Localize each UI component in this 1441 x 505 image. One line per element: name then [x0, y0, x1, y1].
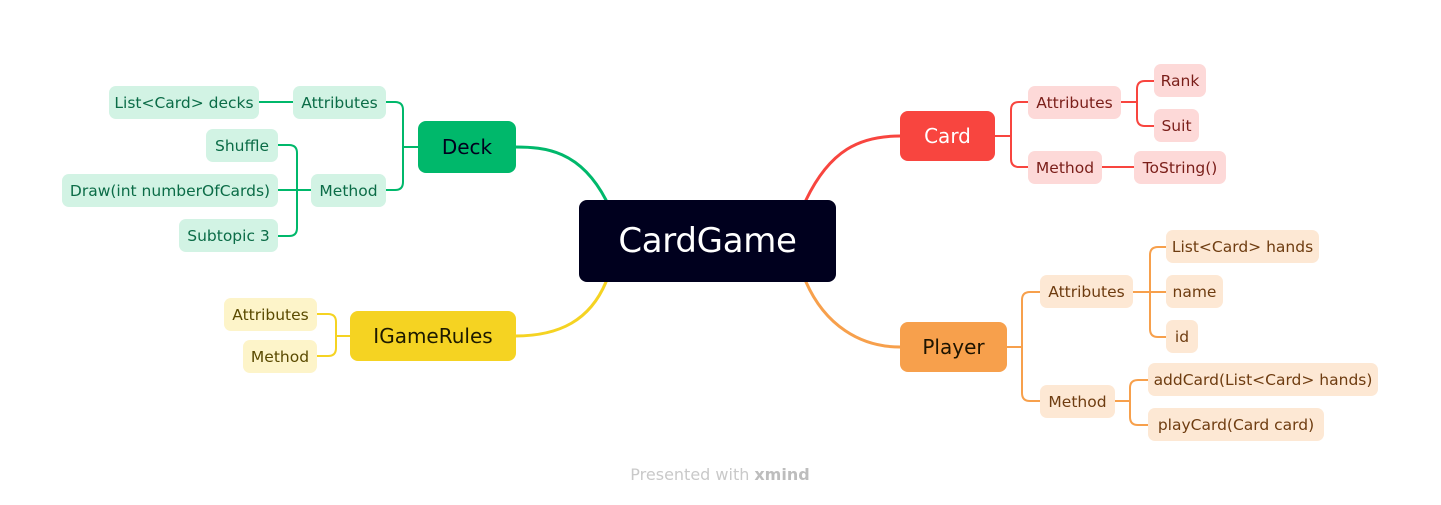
card-method-item[interactable]: ToString() — [1134, 151, 1226, 184]
link-central-player — [804, 280, 902, 349]
link-card-attributes — [994, 101, 1029, 137]
topic-card[interactable]: Card — [900, 111, 995, 161]
link-rules-attributes — [316, 313, 351, 337]
card-method-node[interactable]: Method — [1028, 151, 1102, 184]
link-player-attributes — [1005, 291, 1041, 348]
player-attribute-item[interactable]: id — [1166, 320, 1198, 353]
topic-deck[interactable]: Deck — [418, 121, 516, 173]
rules-method-node[interactable]: Method — [243, 340, 317, 373]
deck-attributes-node[interactable]: Attributes — [293, 86, 386, 119]
link-deck-attributes — [384, 101, 419, 148]
player-method-item[interactable]: playCard(Card card) — [1148, 408, 1324, 441]
card-attributes-node[interactable]: Attributes — [1028, 86, 1121, 119]
card-attribute-item[interactable]: Rank — [1154, 64, 1206, 97]
link-player-attr-id — [1149, 291, 1167, 338]
deck-attribute-item[interactable]: List<Card> decks — [109, 86, 259, 119]
link-central-card — [804, 134, 902, 202]
player-method-item[interactable]: addCard(List<Card> hands) — [1148, 363, 1378, 396]
player-method-node[interactable]: Method — [1040, 385, 1115, 418]
deck-method-item[interactable]: Draw(int numberOfCards) — [62, 174, 278, 207]
link-card-method — [1010, 135, 1029, 168]
xmind-logo-text: xmind — [754, 464, 810, 484]
rules-attributes-node[interactable]: Attributes — [224, 298, 317, 331]
link-player-attr-hands — [1149, 246, 1167, 293]
central-topic[interactable]: CardGame — [579, 200, 836, 282]
link-player-method-addcard — [1129, 379, 1149, 402]
deck-method-item[interactable]: Shuffle — [206, 129, 278, 162]
footer-prefix: Presented with — [630, 464, 750, 484]
link-player-method — [1021, 346, 1041, 402]
card-attribute-item[interactable]: Suit — [1154, 109, 1199, 142]
topic-player[interactable]: Player — [900, 322, 1007, 372]
deck-method-item[interactable]: Subtopic 3 — [179, 219, 278, 252]
link-player-method-playcard — [1129, 400, 1149, 426]
link-card-attr-suit — [1136, 101, 1155, 127]
player-attribute-item[interactable]: name — [1166, 275, 1223, 308]
link-card-attr-rank — [1136, 80, 1155, 103]
topic-igamerules[interactable]: IGameRules — [350, 311, 516, 361]
link-central-rules — [513, 280, 608, 338]
player-attributes-node[interactable]: Attributes — [1040, 275, 1133, 308]
link-deck-method-subtopic — [277, 189, 298, 237]
link-deck-method — [384, 146, 404, 191]
link-deck-method-shuffle — [277, 144, 298, 191]
link-central-deck — [513, 145, 608, 202]
link-rules-method — [316, 335, 337, 357]
player-attribute-item[interactable]: List<Card> hands — [1166, 230, 1319, 263]
presented-with-footer: Presented with xmind — [620, 462, 820, 486]
deck-method-node[interactable]: Method — [311, 174, 386, 207]
